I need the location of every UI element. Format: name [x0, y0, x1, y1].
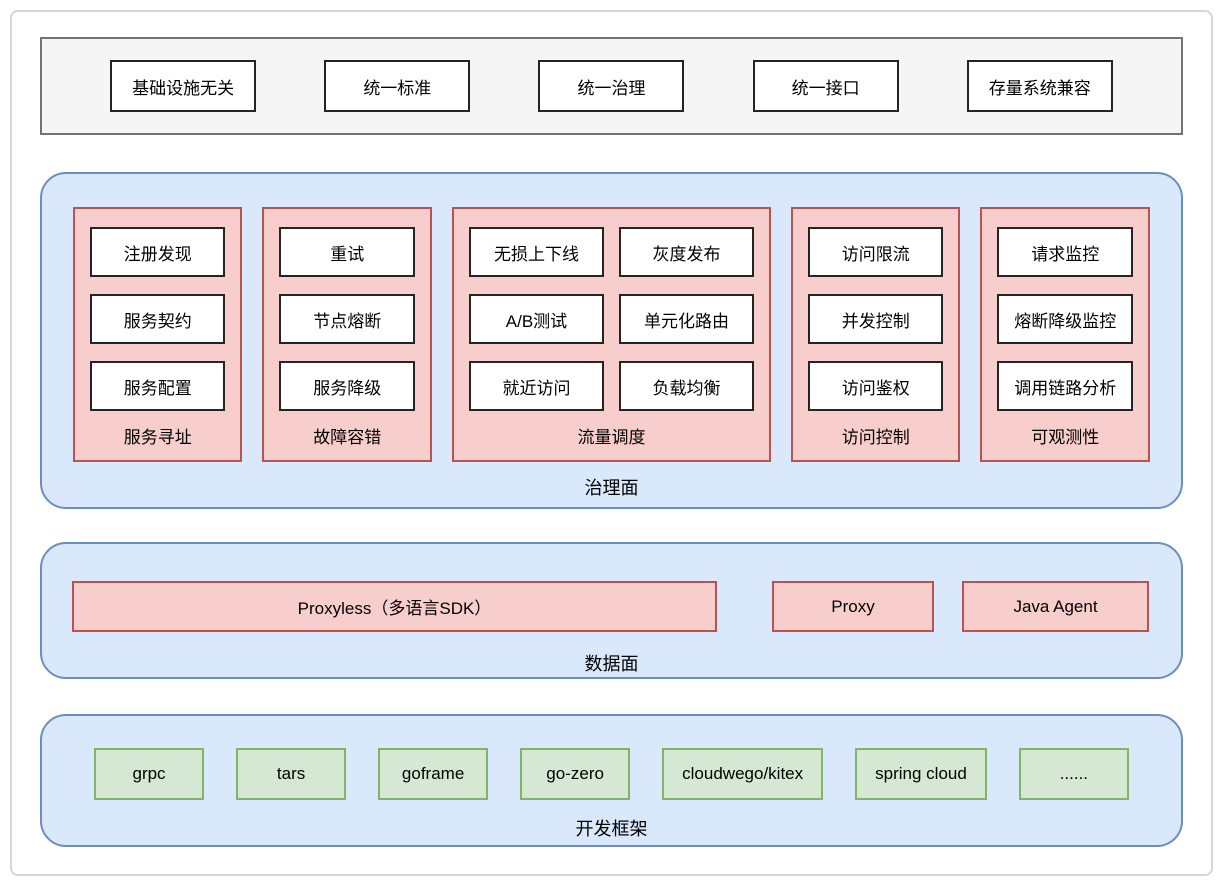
principles-bar: 基础设施无关 统一标准 统一治理 统一接口 存量系统兼容 — [40, 37, 1183, 135]
data-plane-box: Proxy — [772, 581, 934, 632]
governance-group-label: 访问控制 — [841, 428, 910, 447]
governance-group-items: 无损上下线灰度发布 A/B测试单元化路由就近访问负载均衡 — [454, 209, 769, 411]
governance-plane-label: 治理面 — [584, 478, 639, 498]
principle-box: 存量系统兼容 — [966, 60, 1113, 112]
governance-item-box: 节点熔断 — [279, 294, 415, 344]
data-plane-box: Proxyless（多语言SDK） — [72, 581, 717, 632]
data-plane-row: Proxyless（多语言SDK） Proxy Java Agent — [42, 581, 1181, 632]
governance-item-box: 就近访问 — [468, 361, 604, 411]
governance-item-box: 请求监控 — [997, 227, 1133, 277]
data-plane: Proxyless（多语言SDK） Proxy Java Agent 数据面 — [40, 542, 1183, 679]
data-plane-label: 数据面 — [584, 654, 639, 674]
governance-group: 注册发现服务契约服务配置服务寻址 — [73, 207, 243, 462]
governance-item-box: 访问限流 — [808, 227, 944, 277]
diagram-frame: 基础设施无关 统一标准 统一治理 统一接口 存量系统兼容 注册发现服务契约服务配置服务寻… — [10, 10, 1213, 876]
governance-item-box: 服务配置 — [90, 361, 226, 411]
framework-box: ...... — [1018, 748, 1129, 800]
governance-group-label: 可观测性 — [1031, 428, 1100, 447]
governance-item-box: 单元化路由 — [618, 294, 754, 344]
frameworks-plane: grpc tars goframe go-zero cloudwego/kitex spr… — [40, 714, 1183, 847]
governance-group-items: 请求监控熔断降级监控调用链路分析 — [982, 209, 1147, 411]
governance-item-box: 负载均衡 — [618, 361, 754, 411]
framework-box: grpc — [94, 748, 205, 800]
governance-item-box: 熔断降级监控 — [997, 294, 1133, 344]
governance-group-label: 服务寻址 — [123, 428, 192, 447]
principle-box: 统一标准 — [324, 60, 471, 112]
principle-box: 统一接口 — [752, 60, 899, 112]
governance-item-box: 注册发现 — [90, 227, 226, 277]
governance-item-box: 调用链路分析 — [997, 361, 1133, 411]
governance-item-box: 服务契约 — [90, 294, 226, 344]
framework-box: spring cloud — [855, 748, 987, 800]
framework-box: goframe — [378, 748, 489, 800]
governance-item-box: 并发控制 — [808, 294, 944, 344]
framework-box: go-zero — [520, 748, 631, 800]
frameworks-row: grpc tars goframe go-zero cloudwego/kitex spr… — [42, 748, 1181, 800]
principle-box: 基础设施无关 — [110, 60, 257, 112]
governance-item-box: 访问鉴权 — [808, 361, 944, 411]
governance-item-box: 重试 — [279, 227, 415, 277]
framework-box: cloudwego/kitex — [662, 748, 824, 800]
framework-box: tars — [236, 748, 347, 800]
governance-item-box: 无损上下线 — [468, 227, 604, 277]
governance-item-box: A/B测试 — [468, 294, 604, 344]
governance-group: 请求监控熔断降级监控调用链路分析可观测性 — [980, 207, 1150, 462]
governance-item-box: 灰度发布 — [618, 227, 754, 277]
governance-group-label: 故障容错 — [313, 428, 382, 447]
governance-group-label: 流量调度 — [577, 428, 646, 447]
governance-group-items: 访问限流并发控制访问鉴权 — [793, 209, 958, 411]
governance-group: 访问限流并发控制访问鉴权访问控制 — [791, 207, 961, 462]
governance-group: 重试节点熔断服务降级故障容错 — [262, 207, 432, 462]
governance-item-box: 服务降级 — [279, 361, 415, 411]
governance-group-items: 重试节点熔断服务降级 — [264, 209, 429, 411]
governance-group-items: 注册发现服务契约服务配置 — [75, 209, 240, 411]
governance-group: 无损上下线灰度发布 A/B测试单元化路由就近访问负载均衡流量调度 — [451, 207, 771, 462]
principle-box: 统一治理 — [538, 60, 685, 112]
frameworks-plane-label: 开发框架 — [575, 819, 648, 839]
data-plane-box: Java Agent — [962, 581, 1149, 632]
